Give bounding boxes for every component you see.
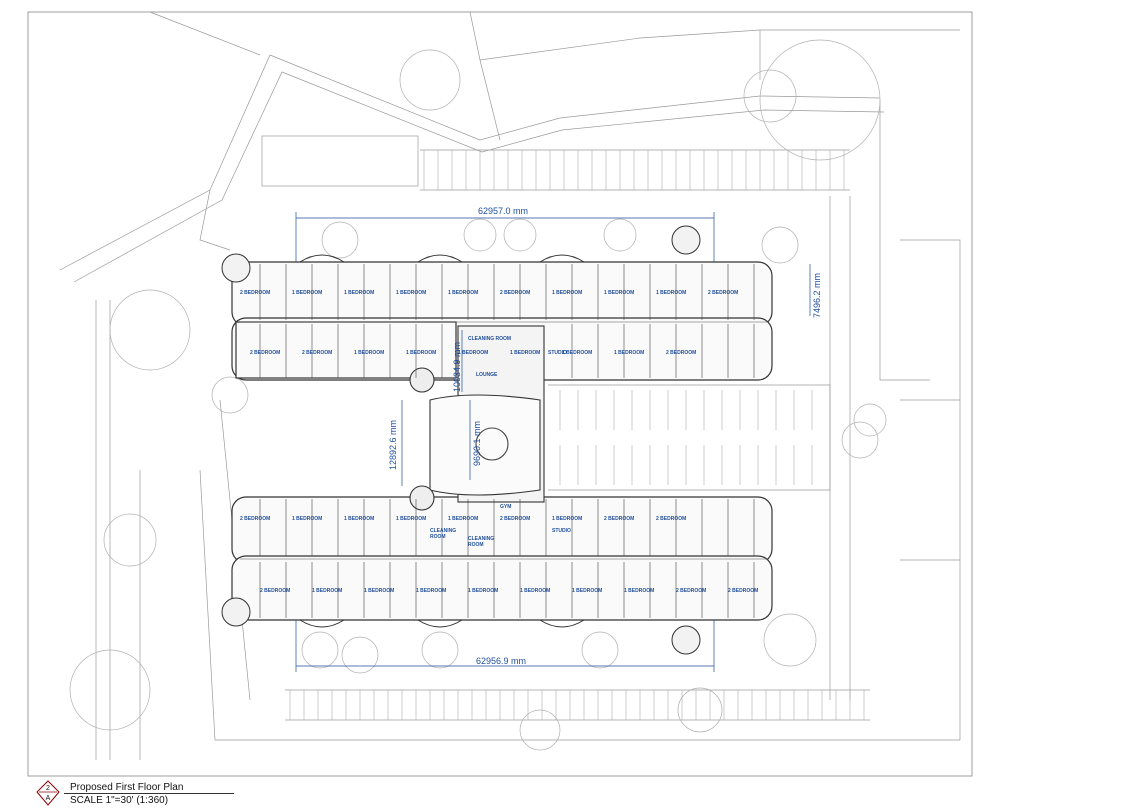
- room-label: 1 BEDROOM: [354, 350, 384, 356]
- stair-towers: [221, 225, 701, 655]
- room-label: 1 BEDROOM: [552, 290, 582, 296]
- room-partitions: [259, 264, 755, 618]
- dim-core-upper: 10034.9 mm: [452, 342, 462, 392]
- room-label: 1 BEDROOM: [416, 588, 446, 594]
- room-label: 2 BEDROOM: [500, 290, 530, 296]
- dim-courtyard-gap: 12892.6 mm: [388, 420, 398, 470]
- label-room-south-a: ROOM: [430, 534, 446, 540]
- dim-right-depth: 7496.2 mm: [812, 273, 822, 318]
- room-label: 1 BEDROOM: [364, 588, 394, 594]
- trees: [69, 39, 887, 751]
- room-label: 2 BEDROOM: [240, 290, 270, 296]
- room-label: 1 BEDROOM: [396, 290, 426, 296]
- room-label: 1 BEDROOM: [406, 350, 436, 356]
- room-label: 1 BEDROOM: [614, 350, 644, 356]
- room-label: 1 BEDROOM: [510, 350, 540, 356]
- room-label: 1 BEDROOM: [344, 516, 374, 522]
- room-label: 1 BEDROOM: [656, 290, 686, 296]
- room-label: 2 BEDROOM: [500, 516, 530, 522]
- room-label: 1 BEDROOM: [458, 350, 488, 356]
- room-label: 2 BEDROOM: [728, 588, 758, 594]
- room-label: 1 BEDROOM: [396, 516, 426, 522]
- room-label: 2 BEDROOM: [656, 516, 686, 522]
- south-wing: [231, 496, 773, 621]
- label-lounge: LOUNGE: [476, 372, 498, 378]
- room-label: 2 BEDROOM: [676, 588, 706, 594]
- room-label: 1 BEDROOM: [468, 588, 498, 594]
- room-label: 1 BEDROOM: [344, 290, 374, 296]
- room-label: 2 BEDROOM: [666, 350, 696, 356]
- room-label: 1 BEDROOM: [552, 516, 582, 522]
- room-label: 1 BEDROOM: [448, 290, 478, 296]
- dimension-lines: [295, 212, 811, 672]
- room-label: 1 BEDROOM: [312, 588, 342, 594]
- central-core: [409, 325, 545, 511]
- dim-core-height: 9690.1 mm: [472, 421, 482, 466]
- room-label: 1 BEDROOM: [292, 290, 322, 296]
- parking-bays: [289, 150, 865, 720]
- label-studio-north: STUDIO: [548, 350, 567, 356]
- title-block: 2 A Proposed First Floor Plan SCALE 1"=3…: [36, 780, 296, 806]
- room-label: 2 BEDROOM: [260, 588, 290, 594]
- label-cleaning-room-south-a: CLEANING: [430, 528, 456, 534]
- room-label: 1 BEDROOM: [520, 588, 550, 594]
- label-room-south-b: ROOM: [468, 542, 484, 548]
- dim-bottom-width: 62956.9 mm: [476, 656, 526, 666]
- sheet-border: [27, 11, 973, 777]
- label-gym: GYM: [500, 504, 511, 510]
- callout-number: 2: [46, 785, 50, 792]
- label-cleaning-room-north: CLEANING ROOM: [468, 336, 511, 342]
- room-label: 2 BEDROOM: [302, 350, 332, 356]
- drawing-scale: SCALE 1"=30' (1:360): [70, 795, 169, 806]
- section-callout-icon: 2 A: [36, 780, 60, 806]
- dim-top-width: 62957.0 mm: [478, 206, 528, 216]
- room-label: 1 BEDROOM: [624, 588, 654, 594]
- room-label: 2 BEDROOM: [604, 516, 634, 522]
- callout-sheet: A: [46, 795, 51, 802]
- balconies: [299, 254, 585, 628]
- title-underline: [64, 793, 234, 794]
- room-label: 2 BEDROOM: [240, 516, 270, 522]
- room-labels: 2 BEDROOM 1 BEDROOM 1 BEDROOM 1 BEDROOM 1 BE…: [240, 290, 758, 594]
- room-label: 1 BEDROOM: [562, 350, 592, 356]
- site-context: [59, 11, 961, 760]
- room-label: 1 BEDROOM: [448, 516, 478, 522]
- corridors: [240, 321, 768, 560]
- label-studio-south: STUDIO: [552, 528, 571, 534]
- room-label: 1 BEDROOM: [572, 588, 602, 594]
- room-label: 2 BEDROOM: [250, 350, 280, 356]
- room-label: 2 BEDROOM: [708, 290, 738, 296]
- drawing-title: Proposed First Floor Plan: [70, 782, 184, 793]
- room-label: 1 BEDROOM: [292, 516, 322, 522]
- label-cleaning-room-south-b: CLEANING: [468, 536, 494, 542]
- room-label: 1 BEDROOM: [604, 290, 634, 296]
